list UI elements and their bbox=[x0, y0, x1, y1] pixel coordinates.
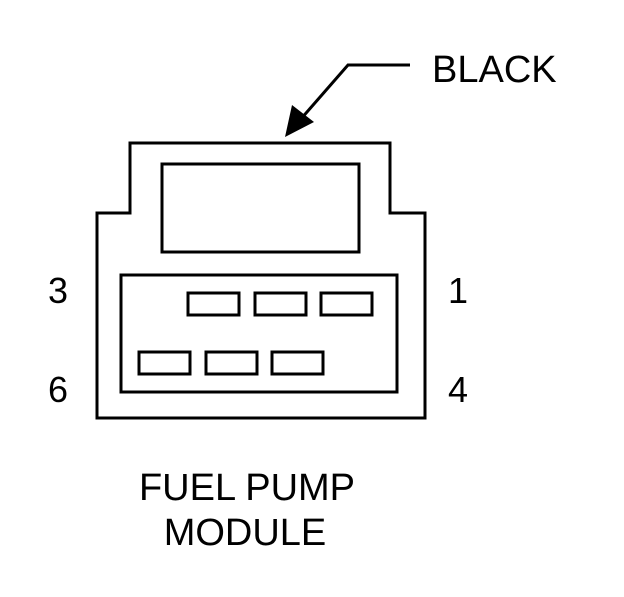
pin-cavity bbox=[186, 291, 241, 317]
connector-outline bbox=[95, 141, 427, 420]
pin-cavity bbox=[319, 291, 374, 317]
callout-label: BLACK bbox=[432, 49, 557, 91]
pin-cavity bbox=[204, 350, 259, 376]
pin-label-1: 1 bbox=[448, 270, 468, 311]
pin-label-3: 3 bbox=[48, 270, 68, 311]
connector-latch-window bbox=[160, 162, 361, 254]
caption-line-2: MODULE bbox=[164, 512, 327, 554]
pin-cavity-area bbox=[119, 273, 399, 394]
pin-cavity bbox=[253, 291, 308, 317]
pin-cavity bbox=[137, 350, 192, 376]
callout-leader-line bbox=[298, 63, 410, 121]
pin-cavity bbox=[270, 350, 325, 376]
pin-label-4: 4 bbox=[448, 369, 468, 410]
pin-label-6: 6 bbox=[48, 369, 68, 410]
caption-line-1: FUEL PUMP bbox=[139, 467, 355, 509]
callout-arrowhead bbox=[285, 105, 314, 137]
